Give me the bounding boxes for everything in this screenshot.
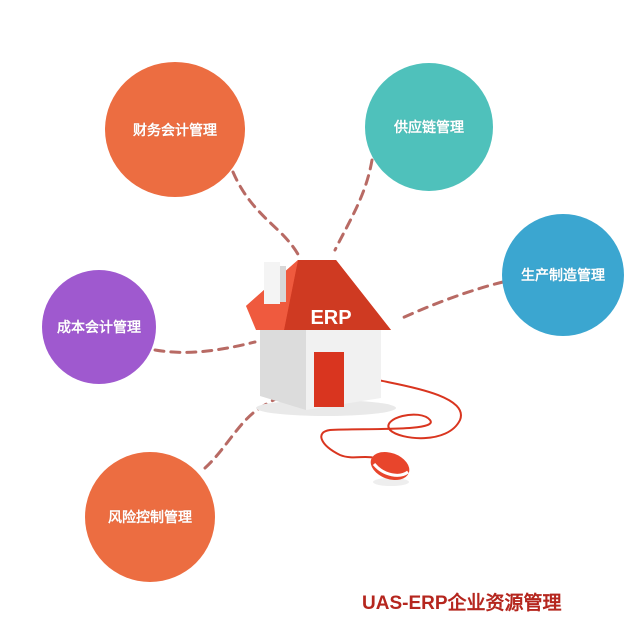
footer-title: UAS-ERP企业资源管理 bbox=[362, 593, 562, 614]
node-finance-label: 财务会计管理 bbox=[133, 122, 217, 139]
node-cost-label: 成本会计管理 bbox=[57, 320, 141, 336]
erp-label: ERP bbox=[310, 307, 351, 329]
node-risk[interactable]: 风险控制管理 bbox=[85, 452, 215, 582]
house-icon: ERP bbox=[246, 260, 396, 416]
node-production-label: 生产制造管理 bbox=[521, 268, 605, 284]
mouse-icon bbox=[370, 451, 410, 486]
node-production[interactable]: 生产制造管理 bbox=[502, 214, 624, 336]
node-supply-chain-label: 供应链管理 bbox=[394, 120, 464, 136]
node-finance[interactable]: 财务会计管理 bbox=[105, 62, 245, 197]
node-supply-chain[interactable]: 供应链管理 bbox=[365, 63, 493, 191]
node-risk-label: 风险控制管理 bbox=[108, 510, 192, 526]
node-cost[interactable]: 成本会计管理 bbox=[42, 270, 156, 384]
